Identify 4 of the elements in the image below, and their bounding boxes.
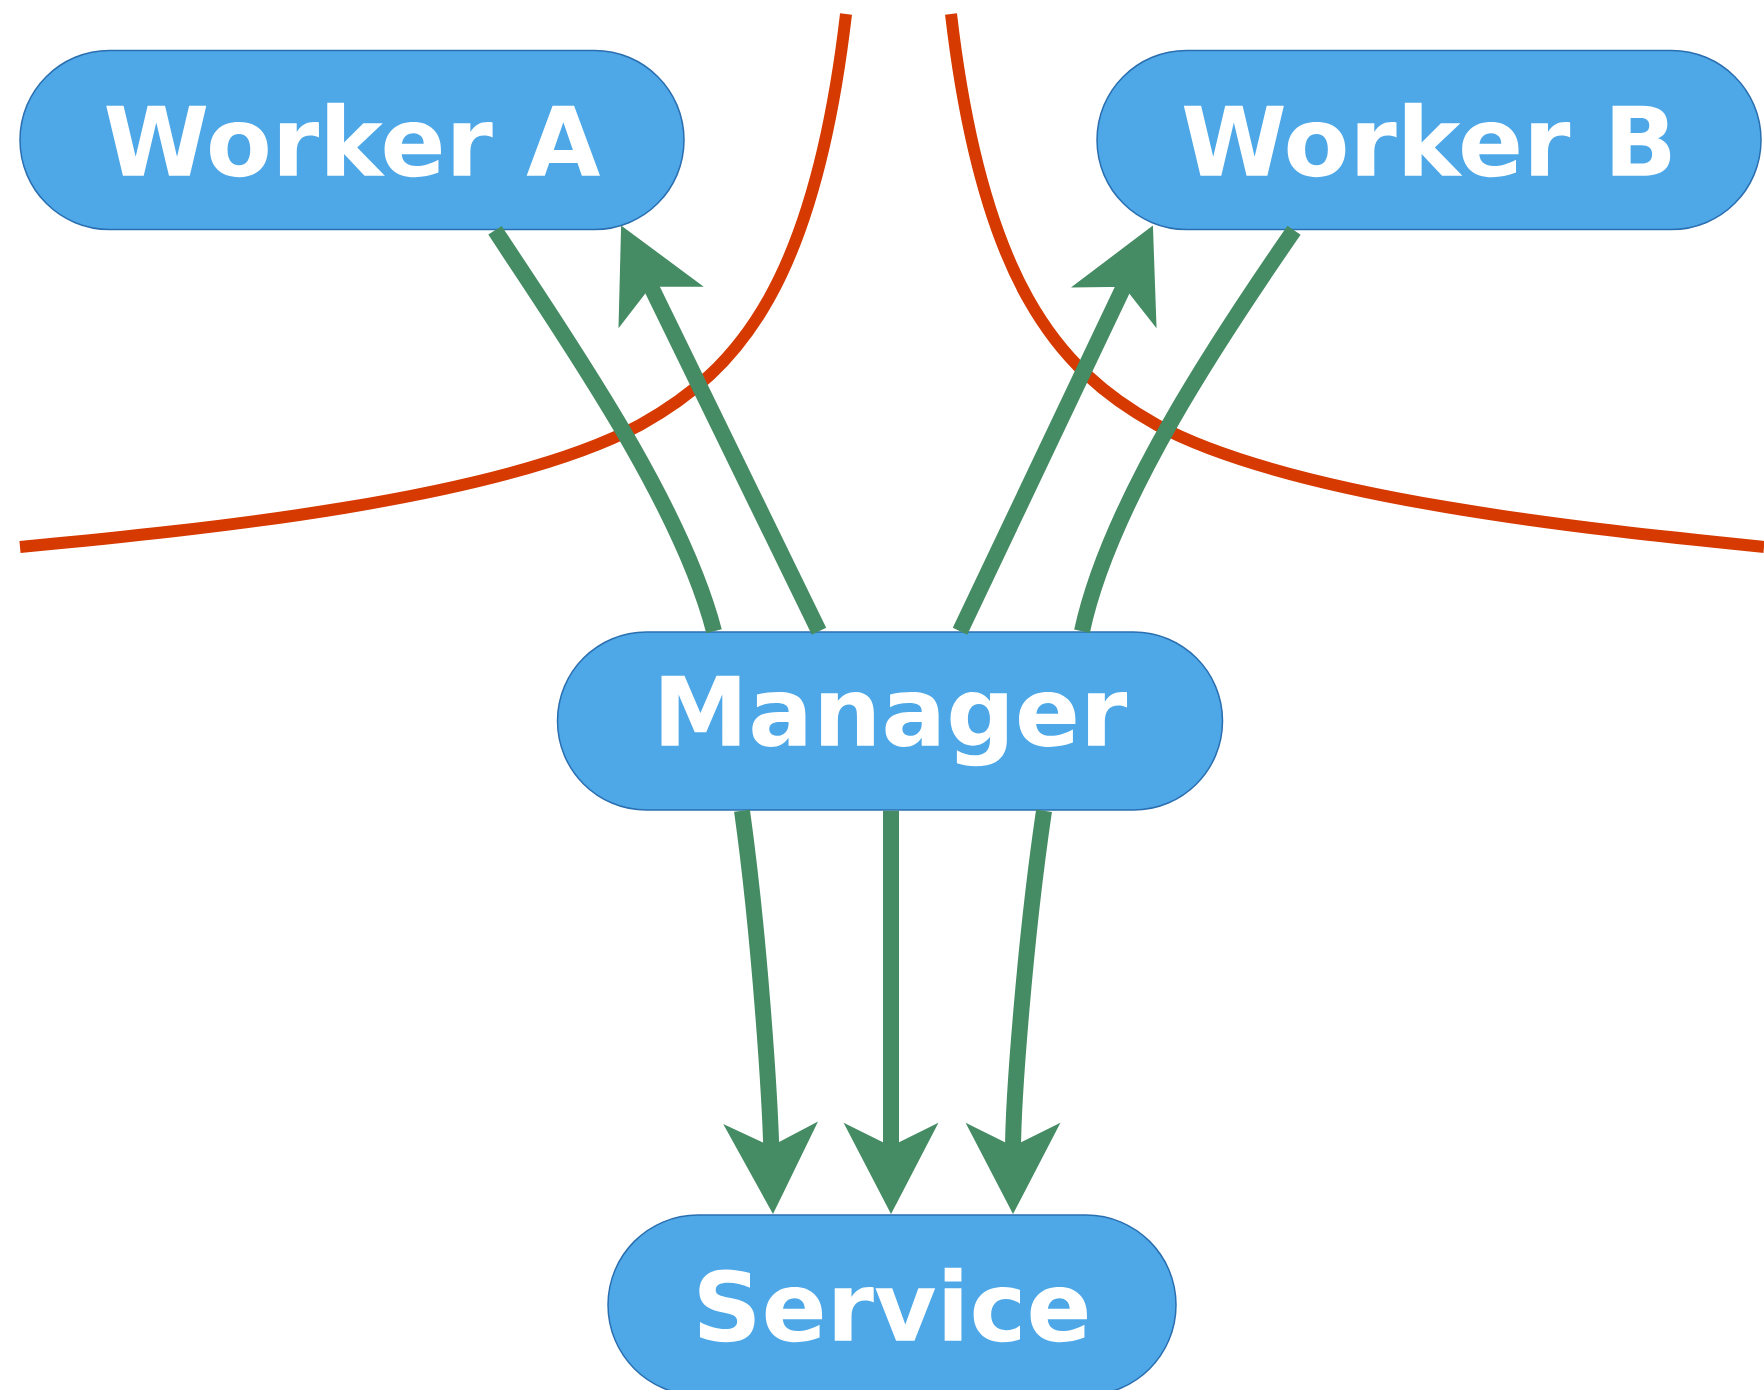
rounded-box: Worker A [19,49,685,231]
rounded-box: Worker B [1096,49,1762,231]
rounded-box: Manager [556,631,1224,811]
rounded-box: Service [607,1214,1177,1390]
